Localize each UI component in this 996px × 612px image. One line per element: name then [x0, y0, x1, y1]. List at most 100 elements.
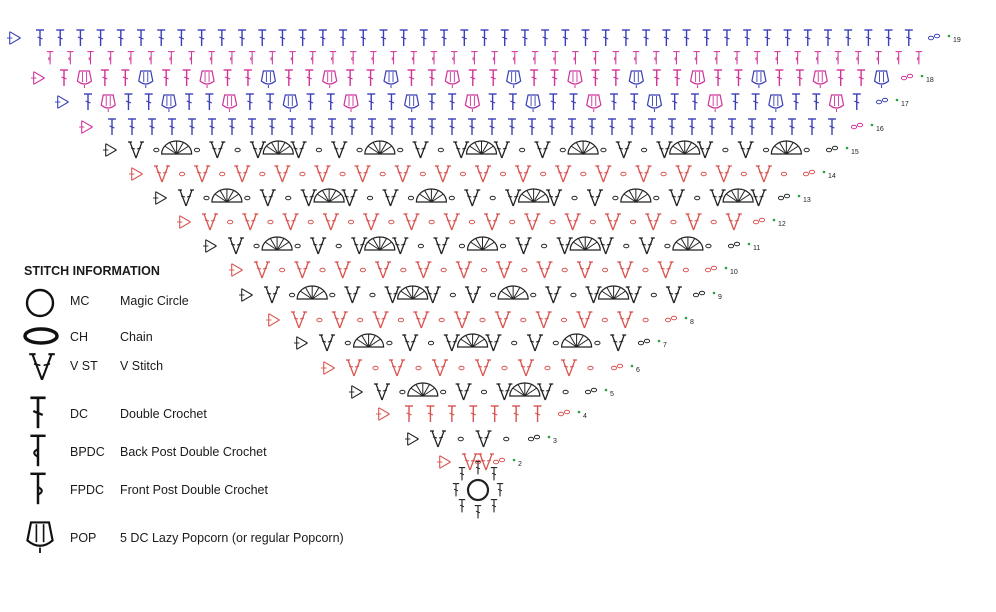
- v-stitch-mark: [495, 261, 513, 279]
- turning-chain-mark: [54, 95, 70, 109]
- popcorn-mark: [404, 94, 420, 113]
- turning-chain-mark: [436, 455, 452, 469]
- dc-mark: [452, 483, 460, 497]
- chain-mark: [457, 436, 464, 442]
- v-stitch-mark: [233, 165, 251, 183]
- v-stitch-mark: [535, 311, 553, 329]
- dc-mark: [347, 118, 357, 136]
- v-stitch-mark: [665, 286, 683, 304]
- chain-mark: [458, 365, 465, 371]
- row-marker-dot: [724, 266, 728, 270]
- chain-mark: [193, 147, 201, 153]
- dc-mark: [803, 29, 813, 47]
- dc-mark: [365, 69, 376, 87]
- popcorn-mark: [199, 70, 215, 89]
- chain-mark: [589, 219, 596, 225]
- chain-mark: [417, 243, 424, 249]
- shell-mark: [211, 188, 243, 203]
- v-stitch-mark: [193, 165, 211, 183]
- dc-mark: [843, 29, 853, 47]
- bpdc-mark: [733, 51, 741, 65]
- popcorn-mark: [322, 70, 338, 89]
- chain-mark: [616, 363, 624, 369]
- chain-mark: [397, 147, 404, 153]
- v-stitch-mark: [656, 261, 675, 279]
- popcorn-mark: [464, 94, 480, 113]
- dc-mark: [227, 118, 237, 136]
- row-marker-dot: [845, 146, 849, 150]
- bpdc-mark: [773, 51, 782, 65]
- chain-mark: [642, 317, 649, 323]
- dc-mark: [629, 93, 639, 111]
- popcorn-mark: [100, 94, 116, 113]
- shell-mark: [567, 140, 599, 155]
- chain-mark: [244, 195, 251, 201]
- popcorn-mark: [628, 70, 644, 89]
- v-stitch-mark: [153, 165, 171, 183]
- chain-mark: [299, 171, 306, 177]
- dc-mark: [548, 93, 559, 111]
- chain-mark: [253, 243, 260, 249]
- chain-mark: [366, 195, 374, 201]
- popcorn-mark: [76, 70, 93, 89]
- shell-mark: [415, 188, 447, 203]
- v-stitch-mark: [259, 189, 277, 207]
- dc-mark: [727, 118, 737, 136]
- shell-mark: [261, 236, 293, 251]
- chain-mark: [850, 124, 858, 130]
- legend-row-mc: MC Magic Circle: [22, 286, 382, 320]
- dc-mark: [55, 29, 65, 47]
- back-post-double-crochet-icon: [29, 434, 47, 468]
- dc-mark: [549, 69, 560, 87]
- chain-mark: [571, 195, 578, 201]
- dc-mark: [35, 29, 45, 47]
- bpdc-mark: [46, 51, 54, 65]
- dc-mark: [611, 69, 621, 87]
- chain-mark: [511, 340, 518, 346]
- v-stitch-mark: [533, 141, 552, 159]
- dc-mark: [835, 69, 846, 87]
- chain-mark: [758, 217, 766, 223]
- dc-mark: [490, 499, 498, 513]
- dc-mark: [863, 29, 874, 47]
- popcorn-mark: [873, 70, 890, 89]
- chain-mark: [601, 317, 608, 323]
- row-number: 16: [876, 126, 884, 133]
- row-marker-dot: [920, 74, 924, 78]
- bpdc-mark: [511, 51, 519, 65]
- chain-mark: [379, 171, 386, 177]
- popcorn-mark: [525, 94, 541, 113]
- popcorn-mark: [751, 70, 767, 89]
- dc-mark: [458, 467, 466, 481]
- row-number: 17: [901, 101, 909, 108]
- chain-mark: [541, 243, 548, 249]
- dc-mark: [147, 118, 157, 136]
- v-stitch-mark: [208, 141, 226, 159]
- stitch-legend: STITCH INFORMATION MC Magic Circle CH Ch…: [22, 262, 382, 562]
- chain-mark: [521, 267, 528, 273]
- dc-mark: [222, 69, 233, 87]
- chain-mark: [428, 219, 435, 225]
- legend-abbr: V ST: [70, 359, 98, 373]
- dc-mark: [750, 93, 761, 111]
- chain-mark: [600, 147, 607, 153]
- v-stitch-mark: [322, 213, 340, 231]
- v-stitch-mark: [576, 261, 594, 279]
- dc-mark: [527, 118, 537, 136]
- bpdc-mark: [268, 51, 277, 65]
- dc-mark: [245, 93, 255, 111]
- chain-mark: [670, 219, 677, 225]
- bpdc-mark: [288, 51, 297, 65]
- v-stitch-mark: [526, 334, 544, 352]
- chain-mark: [509, 219, 516, 225]
- chain-mark: [803, 147, 810, 153]
- row-number: 12: [778, 221, 786, 228]
- chain-mark: [710, 219, 717, 225]
- dc-mark: [407, 118, 417, 136]
- dc-mark: [277, 29, 288, 47]
- v-stitch-mark: [394, 165, 412, 183]
- chain-mark: [549, 219, 556, 225]
- dc-mark: [167, 118, 177, 136]
- legend-row-dc: DC Double Crochet: [22, 396, 382, 430]
- double-crochet-icon: [29, 396, 47, 430]
